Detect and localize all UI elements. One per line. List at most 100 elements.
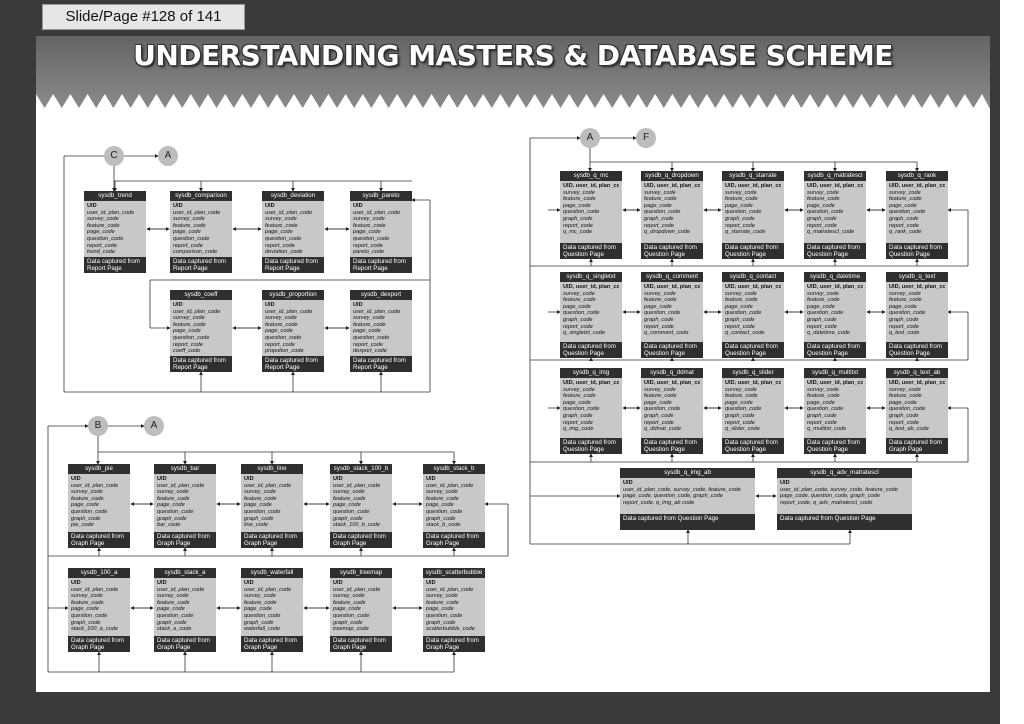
table-field: user_id, plan_code, survey_code, feature…	[780, 486, 898, 493]
table-field: page_code	[563, 202, 591, 209]
table-field: stack_100_a_code	[71, 626, 118, 633]
table-field: graph_code	[644, 215, 674, 222]
table-name: sysdb_q_multitxt	[804, 368, 866, 378]
table-field: survey_code	[333, 489, 365, 496]
table-field: survey_code	[244, 593, 276, 600]
table-field: scatterbubble_code	[426, 626, 475, 633]
table-footer: Data captured from Question Page	[886, 243, 948, 259]
table-field: UID, user_id, plan_code	[644, 284, 700, 290]
table-field: question_code	[353, 334, 390, 341]
table-field: page_code	[725, 399, 753, 406]
right-gutter	[1000, 0, 1024, 724]
table-field: survey_code	[807, 386, 839, 393]
table-field: question_code	[725, 310, 762, 317]
table-field: UID, user_id, plan_code	[725, 284, 781, 290]
table-footer: Data captured from Question Page	[641, 243, 703, 259]
table-field: page_code	[725, 303, 753, 310]
table-field: graph_code	[333, 515, 363, 522]
connector-node: C	[104, 146, 124, 166]
table-field: feature_code	[333, 599, 366, 606]
table-field: UID	[173, 302, 183, 308]
table-field: survey_code	[644, 290, 676, 297]
table-field: feature_code	[71, 495, 104, 502]
table-field: UID, user_id, plan_code	[889, 183, 945, 189]
table-fields: UID, user_id, plan_codesurvey_codefeatur…	[804, 181, 866, 236]
table-field: user_id, plan_code	[265, 308, 313, 315]
table-field: feature_code	[563, 297, 596, 304]
table-name: sysdb_waterfall	[241, 568, 303, 578]
table-field: user_id, plan_code	[426, 586, 474, 593]
table-footer: Data captured from Question Page	[560, 438, 622, 454]
table-field: report_code	[725, 323, 755, 330]
table-footer: Data captured from Graph Page	[330, 636, 392, 652]
table-footer: Data captured from Report Page	[84, 257, 146, 273]
table-field: survey_code	[644, 189, 676, 196]
table-field: report_code	[725, 222, 755, 229]
table-field: question_code	[333, 612, 370, 619]
table-field: report_code, q_adv_matratescl_code	[780, 499, 873, 506]
table-field: feature_code	[157, 495, 190, 502]
table-name: sysdb_q_img_ab	[620, 468, 755, 478]
table-field: page_code	[353, 328, 381, 335]
table-field: UID	[157, 476, 167, 482]
table-field: question_code	[889, 310, 926, 317]
table-name: sysdb_q_img	[560, 368, 622, 378]
table-field: comparison_code	[173, 249, 218, 256]
table-field: graph_code	[426, 515, 456, 522]
table-field: page_code	[426, 606, 454, 613]
table-field: report_code	[173, 242, 203, 249]
table-field: survey_code	[807, 189, 839, 196]
table-footer: Data captured from Report Page	[170, 356, 232, 372]
table-field: question_code	[173, 235, 210, 242]
table-name: sysdb_trend	[84, 191, 146, 201]
table-field: UID	[244, 580, 254, 586]
table-field: graph_code	[244, 515, 274, 522]
table-field: deviation_code	[265, 249, 303, 256]
connector-lines	[47, 136, 969, 673]
table-name: sysdb_dexport	[350, 290, 412, 300]
table-field: q_matratescl_code	[807, 229, 855, 236]
table-field: report_code	[173, 341, 203, 348]
zigzag-border	[36, 94, 990, 109]
table-field: feature_code	[173, 222, 206, 229]
table-footer: Data captured from Graph Page	[241, 636, 303, 652]
table-field: page_code	[807, 399, 835, 406]
table-field: report_code	[644, 222, 674, 229]
table-field: user_id, plan_code	[87, 209, 135, 216]
table-field: page_code	[644, 399, 672, 406]
table-field: UID, user_id, plan_code	[807, 380, 863, 386]
connector-node: B	[88, 416, 108, 436]
table-field: page_code	[157, 502, 185, 509]
table-fields: UID, user_id, plan_codesurvey_codefeatur…	[886, 378, 948, 433]
table-field: UID	[333, 580, 343, 586]
table-field: feature_code	[265, 222, 298, 229]
table-name: sysdb_bar	[154, 464, 216, 474]
table-field: waterfall_code	[244, 626, 281, 633]
table-fields: UID, user_id, plan_codesurvey_codefeatur…	[722, 181, 784, 236]
table-field: graph_code	[807, 412, 837, 419]
table-field: graph_code	[725, 215, 755, 222]
table-field: user_id, plan_code	[353, 308, 401, 315]
table-field: survey_code	[426, 489, 458, 496]
table-field: page_code	[725, 202, 753, 209]
table-field: question_code	[244, 612, 281, 619]
table-field: feature_code	[353, 321, 386, 328]
table-field: UID	[244, 476, 254, 482]
table-field: report_code	[265, 242, 295, 249]
table-field: page_code	[265, 328, 293, 335]
table-field: page_code	[426, 502, 454, 509]
table-field: feature_code	[889, 297, 922, 304]
table-field: q_starrate_code	[725, 229, 766, 236]
table-field: report_code	[807, 222, 837, 229]
table-field: survey_code	[244, 489, 276, 496]
table-field: coeff_code	[173, 348, 201, 355]
